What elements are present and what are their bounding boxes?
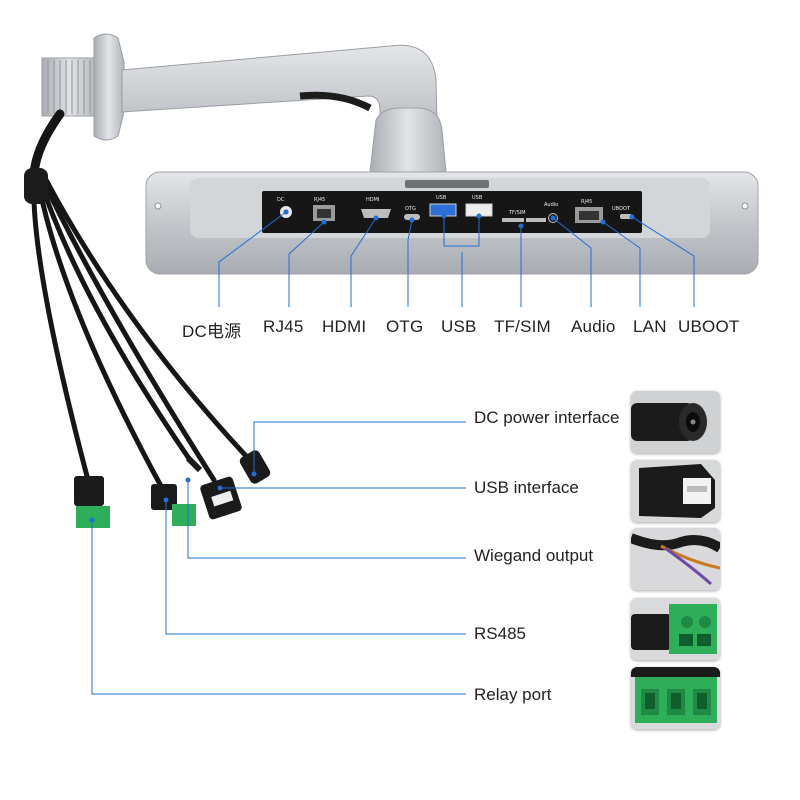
interface-leader-dots [89, 471, 257, 523]
interface-label-relay: Relay port [474, 685, 552, 704]
cable-splitter [24, 168, 48, 204]
callout-tf-sim: TF/SIM [494, 317, 551, 336]
cable-bundle [29, 109, 249, 491]
interface-label-rs485: RS485 [474, 624, 526, 643]
callout-otg: OTG [386, 317, 424, 336]
dc-barrel-jack-icon [631, 391, 720, 453]
callout-hdmi: HDMI [322, 317, 367, 336]
panel-label-hdmi: HDMI [366, 197, 379, 203]
device-housing [145, 171, 759, 275]
panel-label-usb1: USB [436, 195, 447, 201]
usb-socket-icon [631, 460, 720, 522]
panel-label-audio: Audio [544, 202, 558, 208]
callout-uboot: UBOOT [678, 317, 740, 336]
relay-terminal-block [76, 506, 110, 528]
rs485-terminal-block [172, 504, 196, 526]
panel-label-lan: RJ45 [581, 199, 592, 205]
panel-label-rj45: RJ45 [314, 197, 325, 203]
mounting-bracket [41, 33, 447, 173]
panel-label-dc: DC [277, 197, 285, 203]
interface-label-wiegand: Wiegand output [474, 546, 594, 565]
hdmi-port [361, 209, 391, 218]
callout-rj45: RJ45 [263, 317, 304, 336]
interface-label-dc-power: DC power interface [474, 408, 620, 427]
otg-port [404, 214, 420, 220]
uboot-button [620, 214, 632, 219]
callout-lan: LAN [633, 317, 667, 336]
wiegand-wires-icon [631, 528, 720, 590]
callout-dc-power: DC电源 [182, 322, 242, 341]
panel-label-uboot: UBOOT [612, 206, 631, 212]
interface-label-usb: USB interface [474, 478, 579, 497]
interface-leader-lines [91, 421, 466, 695]
callout-audio: Audio [571, 317, 616, 336]
panel-label-otg: OTG [405, 206, 416, 212]
sim-slot [526, 218, 546, 222]
relay-terminal-icon [631, 667, 720, 729]
rs485-terminal-icon [631, 598, 720, 660]
cable-connectors [74, 450, 271, 528]
rs485-plug-housing [151, 484, 177, 510]
relay-plug-housing [74, 476, 104, 506]
panel-label-tfsim: TF/SIM [508, 210, 526, 216]
dc-plug [239, 450, 271, 484]
port-leader-lines [218, 211, 695, 307]
tf-slot [502, 218, 524, 222]
port-leader-dots [283, 209, 635, 229]
callout-usb: USB [441, 317, 477, 336]
panel-label-usb2: USB [472, 195, 483, 201]
